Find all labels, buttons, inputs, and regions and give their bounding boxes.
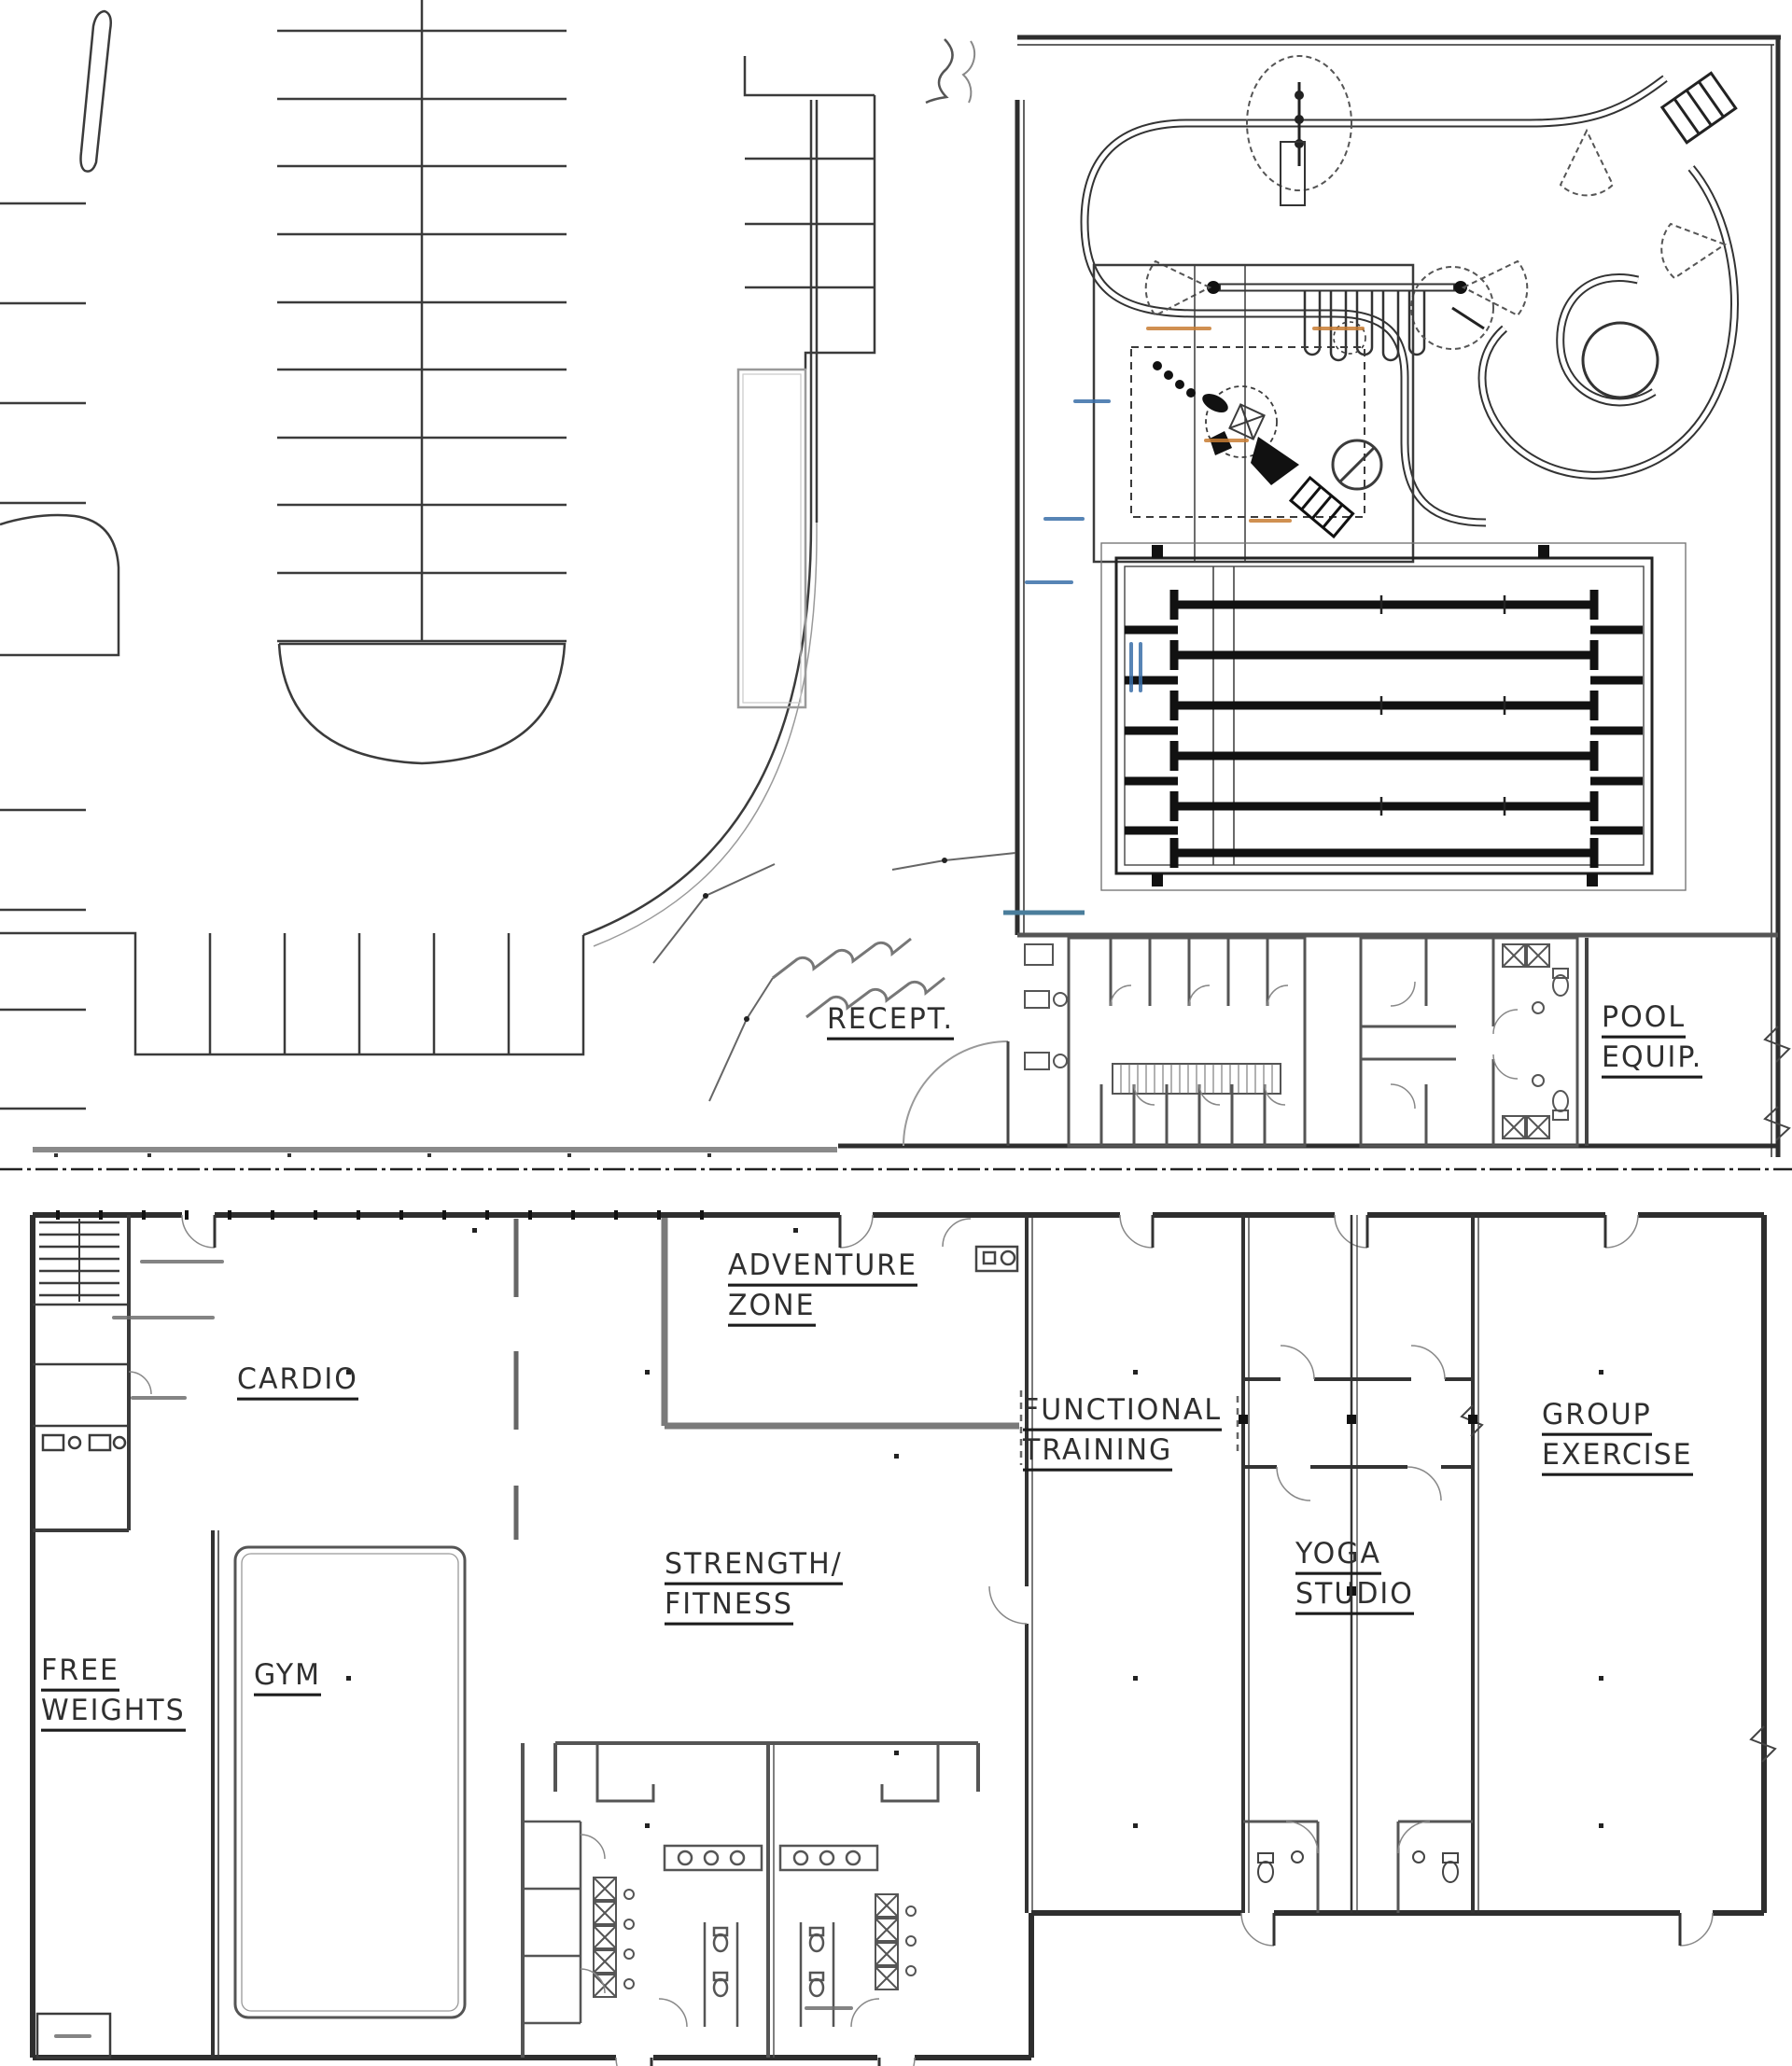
label-pool-equipment: POOL EQUIP.: [1602, 1003, 1703, 1079]
lap-lanes: [1125, 590, 1643, 868]
locker-rooms-lower: [521, 1741, 980, 2058]
label-gym-line: GYM: [254, 1661, 321, 1696]
label-free-weights-line: FREE: [41, 1656, 120, 1692]
equipment-callout: [1312, 327, 1365, 330]
training-section-walls: [988, 1215, 1484, 1913]
entry-door-swing: [903, 1040, 1009, 1147]
entry-feature: [772, 937, 945, 1019]
small-room: [35, 2012, 112, 2059]
label-cardio-line: CARDIO: [237, 1365, 358, 1401]
column-dots: [346, 1228, 1603, 1828]
equipment-callout: [1073, 399, 1111, 403]
gym-court: [211, 1530, 467, 2058]
label-reception: RECEPT.: [827, 1005, 955, 1040]
small-room-label: [54, 2034, 91, 2038]
label-functional-training-line: TRAINING: [1023, 1436, 1173, 1472]
small-room-label: [805, 2006, 853, 2010]
label-group-exercise-line: EXERCISE: [1542, 1441, 1693, 1476]
label-cardio: CARDIO: [237, 1365, 358, 1401]
label-strength-fitness: STRENGTH/ FITNESS: [665, 1550, 843, 1626]
pool-spec-callout: [1129, 642, 1133, 692]
label-group-exercise-line: GROUP: [1542, 1401, 1652, 1436]
small-room-label: [140, 1260, 224, 1263]
label-pool-equipment-line: EQUIP.: [1602, 1043, 1703, 1079]
small-room-label: [112, 1316, 215, 1319]
equipment-callout: [1146, 327, 1211, 330]
label-strength-fitness-line: FITNESS: [665, 1590, 793, 1626]
equipment-callout: [1025, 580, 1073, 584]
label-functional-training: FUNCTIONAL TRAINING: [1023, 1396, 1223, 1472]
label-yoga-studio-line: STUDIO: [1295, 1580, 1414, 1615]
label-reception-line: RECEPT.: [827, 1005, 955, 1040]
service-rooms: [33, 1215, 152, 2059]
parking-lot: [0, 0, 876, 1110]
spray-features: [1144, 55, 1728, 350]
play-equipment: [1153, 361, 1299, 485]
label-adventure-zone-line: ZONE: [728, 1291, 816, 1327]
label-functional-training-line: FUNCTIONAL: [1023, 1396, 1223, 1431]
pool-spec-callout: [1139, 642, 1142, 692]
label-pool-equipment-line: POOL: [1602, 1003, 1687, 1039]
family-changing-rooms: [1359, 936, 1579, 1148]
label-gym: GYM: [254, 1661, 321, 1696]
label-adventure-zone: ADVENTURE ZONE: [728, 1251, 918, 1327]
label-strength-fitness-line: STRENGTH/: [665, 1550, 843, 1585]
entry-vestibule: [652, 852, 1085, 1147]
adventure-zone-fixture: [942, 1218, 1019, 1273]
channel-rails: [1303, 291, 1426, 362]
slide-stairs: [1659, 71, 1738, 145]
label-yoga-studio-line: YOGA: [1295, 1540, 1382, 1575]
equipment-callout: [1204, 439, 1249, 442]
locker-rooms-upper: [1024, 936, 1307, 1148]
site-lines: [0, 1147, 1792, 1171]
equipment-callout: [1043, 517, 1085, 521]
lap-pool: [1100, 542, 1687, 891]
adventure-zone-walls: [661, 1218, 1019, 1430]
lower-building-walls: [30, 1210, 1777, 2066]
natatorium-walls: [838, 35, 1791, 1157]
label-group-exercise: GROUP EXERCISE: [1542, 1401, 1693, 1476]
label-adventure-zone-line: ADVENTURE: [728, 1251, 918, 1287]
parking-island: [277, 642, 567, 765]
label-free-weights-line: WEIGHTS: [41, 1696, 186, 1732]
label-yoga-studio: YOGA STUDIO: [1295, 1540, 1414, 1615]
play-structure-area: [1092, 263, 1415, 564]
lazy-river: [1080, 55, 1739, 527]
label-free-weights: FREE WEIGHTS: [41, 1656, 186, 1732]
stairs: [39, 1219, 119, 1302]
equipment-callout: [1249, 519, 1292, 523]
small-room-label: [131, 1396, 187, 1400]
